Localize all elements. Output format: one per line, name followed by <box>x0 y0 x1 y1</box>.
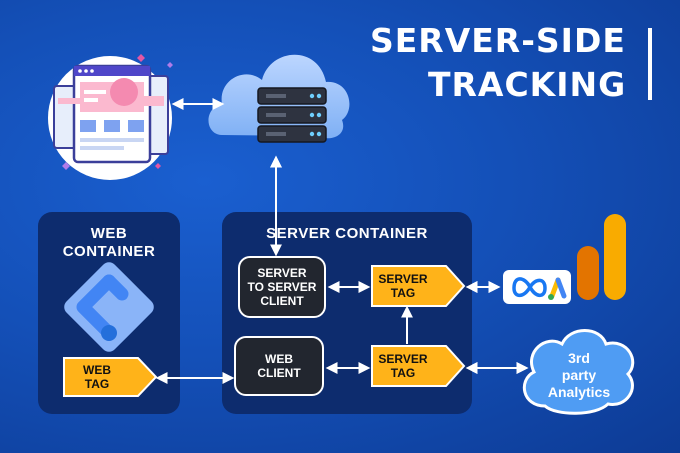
web-client-line-1: WEB <box>265 352 293 366</box>
s2s-client-line-1: SERVER <box>257 266 307 280</box>
web-tag-shape <box>63 357 158 397</box>
cloud-server-icon <box>208 54 350 143</box>
third-party-cloud <box>522 329 635 415</box>
server-tag-2-line-2: TAG <box>390 366 416 380</box>
title-divider <box>648 28 652 100</box>
server-tag-1-line-2: TAG <box>390 286 416 300</box>
s2s-client-line-3: CLIENT <box>260 294 304 308</box>
title-line-1: SERVER-SIDE <box>370 21 626 60</box>
third-party-line-1: 3rd <box>568 350 590 366</box>
third-party-analytics-label: 3rd party Analytics <box>533 350 625 401</box>
third-party-line-3: Analytics <box>547 384 611 400</box>
server-tag-1-line-1: SERVER <box>378 272 428 286</box>
server-tag-2: SERVER TAG <box>372 346 434 386</box>
web-tag-line-1: WEB <box>83 363 111 377</box>
server-tag-2-line-1: SERVER <box>378 352 428 366</box>
web-tag-line-2: TAG <box>84 377 110 391</box>
tag-shapes <box>63 265 466 397</box>
title-line-2: TRACKING <box>428 65 627 104</box>
website-mockup-icon <box>48 54 173 180</box>
server-tag-1-shape <box>371 265 466 307</box>
server-container-title: SERVER CONTAINER <box>266 225 428 242</box>
web-client: WEB CLIENT <box>234 336 324 396</box>
web-container-title-line-1: WEB <box>90 225 128 242</box>
meta-and-google-ads-icon <box>503 270 571 304</box>
google-tag-manager-icon-overlay <box>64 262 154 352</box>
server-tag-1: SERVER TAG <box>372 266 434 306</box>
server-to-server-client: SERVER TO SERVER CLIENT <box>238 256 326 318</box>
google-analytics-icon <box>577 214 626 300</box>
s2s-client-line-2: TO SERVER <box>247 280 317 294</box>
web-client-line-2: CLIENT <box>257 366 301 380</box>
server-tag-2-shape <box>371 345 466 387</box>
web-container-title: WEB CONTAINER <box>38 225 180 261</box>
web-container-title-line-2: CONTAINER <box>62 243 156 260</box>
web-tag: WEB TAG <box>64 358 130 396</box>
third-party-line-2: party <box>561 367 597 383</box>
